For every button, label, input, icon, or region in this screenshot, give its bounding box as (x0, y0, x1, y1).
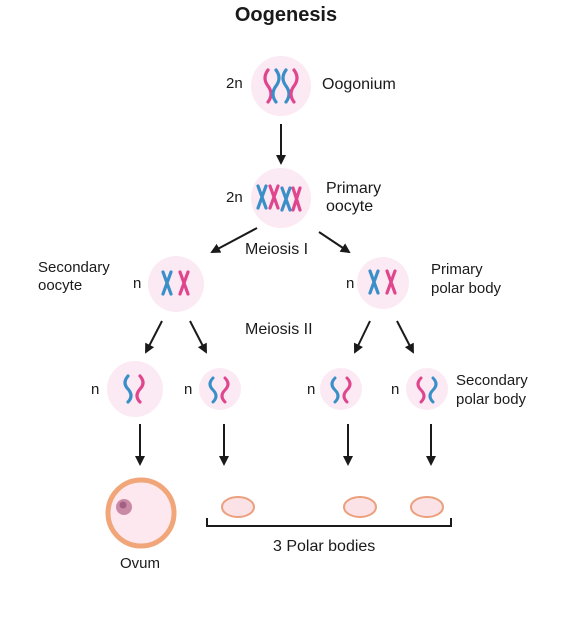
ploidy-secondary-oocyte: n (133, 275, 142, 292)
ploidy-polar-cell-1: n (184, 381, 193, 398)
label-three-polar-bodies: 3 Polar bodies (273, 538, 376, 555)
polar-body-1 (221, 496, 255, 518)
arrow-secondary-to-polar-1 (189, 320, 207, 354)
ploidy-oogonium: 2n (226, 75, 243, 92)
arrow-primary-to-primary-polar (318, 231, 351, 254)
label-secondary-oocyte-line1: Secondary (38, 259, 110, 276)
ovum-cell (105, 477, 177, 549)
label-secondary-oocyte-line2: oocyte (38, 277, 83, 294)
label-secondary-polar-body-line1: Secondary (456, 372, 528, 389)
oogonium-cell (251, 56, 311, 116)
arrow-primary-to-secondary-oocyte (210, 227, 258, 253)
ploidy-polar-cell-3: n (391, 381, 400, 398)
label-primary-oocyte-line1: Primary (326, 180, 382, 197)
haploid-polar-cell-1 (199, 368, 241, 410)
diagram-title: Oogenesis (234, 4, 338, 26)
label-primary-oocyte-line2: oocyte (326, 198, 374, 215)
label-secondary-polar-body-line2: polar body (456, 391, 527, 408)
label-meiosis-2: Meiosis II (245, 321, 313, 338)
primary-polar-body-cell (357, 257, 409, 309)
secondary-oocyte-cell (148, 256, 204, 312)
ploidy-primary-polar-body: n (346, 275, 355, 292)
label-meiosis-1: Meiosis I (245, 241, 309, 258)
ploidy-primary-oocyte: 2n (226, 189, 243, 206)
polar-bodies-bracket (206, 518, 452, 527)
haploid-polar-cell-2 (320, 368, 362, 410)
arrow-primary-polar-to-polar-2 (353, 320, 371, 354)
label-ovum: Ovum (120, 555, 161, 572)
polar-body-3 (410, 496, 444, 518)
haploid-polar-cell-3 (406, 368, 448, 410)
label-primary-polar-body-line1: Primary (431, 261, 483, 278)
label-primary-polar-body-line2: polar body (431, 280, 502, 297)
ploidy-polar-cell-2: n (307, 381, 316, 398)
haploid-ootid-cell (107, 361, 163, 417)
arrow-primary-polar-to-polar-3 (396, 320, 414, 354)
label-oogonium: Oogonium (322, 76, 396, 93)
primary-oocyte-cell (251, 168, 311, 228)
arrow-secondary-to-ovum-precursor (145, 320, 163, 354)
ploidy-ootid: n (91, 381, 100, 398)
polar-body-2 (343, 496, 377, 518)
